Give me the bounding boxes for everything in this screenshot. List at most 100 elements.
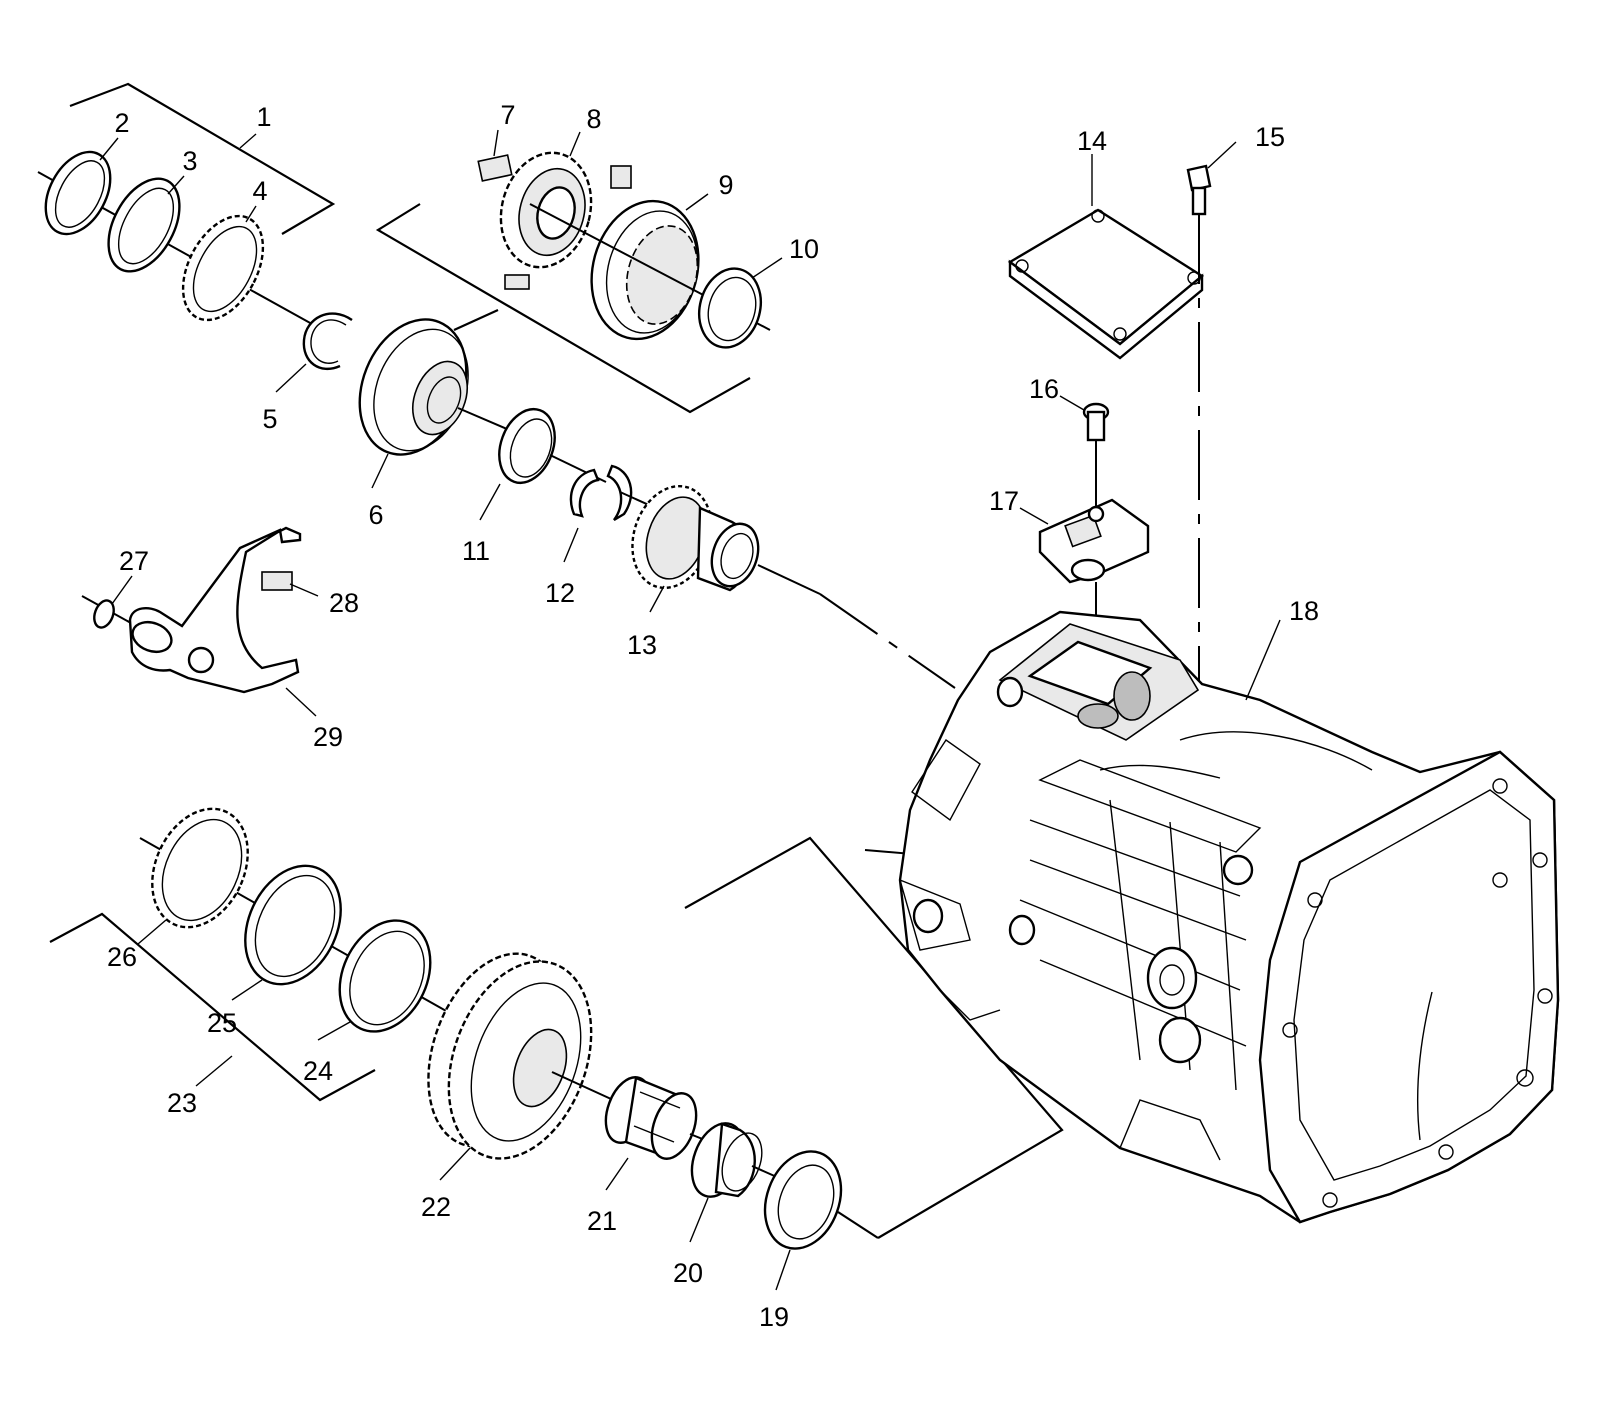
leader-9 xyxy=(685,193,709,211)
leader-17 xyxy=(1019,507,1049,525)
part-25-ring xyxy=(244,864,342,986)
leader-6 xyxy=(371,453,389,489)
callout-13: 13 xyxy=(627,630,657,660)
bracket-hub-group xyxy=(375,203,751,414)
leader-12 xyxy=(563,527,579,563)
callout-17: 17 xyxy=(989,486,1019,516)
leader-16 xyxy=(1059,395,1085,411)
callout-3: 3 xyxy=(182,146,197,176)
part-9-sleeve xyxy=(590,199,700,341)
leader-28 xyxy=(289,583,319,597)
part-13-gear xyxy=(631,484,760,592)
callout-8: 8 xyxy=(586,104,601,134)
callout-2: 2 xyxy=(114,108,129,138)
callout-29: 29 xyxy=(313,722,343,752)
callout-23: 23 xyxy=(167,1088,197,1118)
strut-upper xyxy=(610,165,632,189)
part-14-cover xyxy=(1007,208,1205,360)
part-10-ring xyxy=(698,267,762,349)
leader-25 xyxy=(231,979,263,1001)
part-26-toothed-ring xyxy=(151,807,249,929)
callout-16: 16 xyxy=(1029,374,1059,404)
part-5-snap-ring xyxy=(302,312,353,371)
leader-27 xyxy=(111,575,133,605)
part-28-pad xyxy=(261,571,293,591)
callout-19: 19 xyxy=(759,1302,789,1332)
callout-10: 10 xyxy=(789,234,819,264)
callout-14: 14 xyxy=(1077,126,1107,156)
leader-18 xyxy=(1245,619,1281,701)
part-16-bolt xyxy=(1082,402,1110,442)
callout-20: 20 xyxy=(673,1258,703,1288)
callout-15: 15 xyxy=(1255,122,1285,152)
axis-rear-out xyxy=(837,1211,879,1239)
leader-1 xyxy=(239,133,257,149)
part-8-hub xyxy=(499,151,593,269)
callout-11: 11 xyxy=(462,536,490,566)
leader-22 xyxy=(439,1147,471,1181)
leader-10 xyxy=(751,257,783,279)
shift-fork-group xyxy=(81,526,302,694)
synchronizer-hub-group xyxy=(375,151,771,414)
part-18-transmission-case xyxy=(898,610,1560,1224)
callout-26: 26 xyxy=(107,942,137,972)
leader-19 xyxy=(775,1249,791,1291)
leader-11 xyxy=(479,483,501,521)
leader-8 xyxy=(569,131,581,157)
part-4-toothed-ring xyxy=(181,214,265,322)
leader-20 xyxy=(689,1197,709,1243)
axis-dash-to-case xyxy=(819,593,956,689)
leader-13 xyxy=(649,585,665,613)
leader-4 xyxy=(245,205,257,223)
callout-1: 1 xyxy=(256,102,271,132)
synchronizer-assembly-upper xyxy=(37,82,956,689)
callout-18: 18 xyxy=(1289,596,1319,626)
leader-29 xyxy=(285,687,317,717)
part-7-key xyxy=(477,154,513,182)
leader-3 xyxy=(167,175,185,195)
strut-lower xyxy=(504,274,530,290)
part-17-bracket xyxy=(1038,498,1150,584)
part-19-seal xyxy=(763,1150,843,1250)
callout-24: 24 xyxy=(303,1056,333,1086)
callout-7: 7 xyxy=(500,100,515,130)
callout-5: 5 xyxy=(262,404,277,434)
callout-21: 21 xyxy=(587,1206,617,1236)
part-12-split-ring xyxy=(569,464,633,522)
part-29-fork xyxy=(128,526,302,694)
part-11-ring xyxy=(498,408,556,484)
callout-labels: 1 2 3 4 5 6 7 8 9 10 11 12 13 14 15 16 1… xyxy=(107,100,1319,1332)
callout-6: 6 xyxy=(368,500,383,530)
callout-25: 25 xyxy=(207,1008,237,1038)
leader-7 xyxy=(493,129,499,157)
part-15-bolt xyxy=(1186,164,1212,216)
part-21-needle-bearing xyxy=(604,1076,698,1160)
part-3-ring xyxy=(107,177,181,273)
leader-21 xyxy=(605,1157,629,1191)
callout-28: 28 xyxy=(329,588,359,618)
leader-bracket-link xyxy=(453,308,499,332)
leader-24 xyxy=(317,1021,351,1041)
bracket-part-1 xyxy=(69,82,336,235)
part-27-clip xyxy=(93,599,115,629)
part-24-ring xyxy=(338,919,432,1033)
part-2-ring xyxy=(44,150,112,236)
bracket-part-23 xyxy=(49,912,376,1102)
callout-22: 22 xyxy=(421,1192,451,1222)
leader-5 xyxy=(275,363,307,393)
axis-to-case xyxy=(757,564,821,595)
leader-2 xyxy=(99,137,119,161)
leader-26 xyxy=(137,919,167,945)
leader-lines xyxy=(99,129,1281,1291)
callout-4: 4 xyxy=(252,176,267,206)
part-22-large-gear xyxy=(427,952,593,1160)
callout-27: 27 xyxy=(119,546,149,576)
leader-15 xyxy=(1207,141,1237,169)
callout-12: 12 xyxy=(545,578,575,608)
callout-9: 9 xyxy=(718,170,733,200)
part-20-race xyxy=(690,1122,763,1198)
part-6-bearing xyxy=(358,318,469,456)
leader-23 xyxy=(195,1055,233,1087)
